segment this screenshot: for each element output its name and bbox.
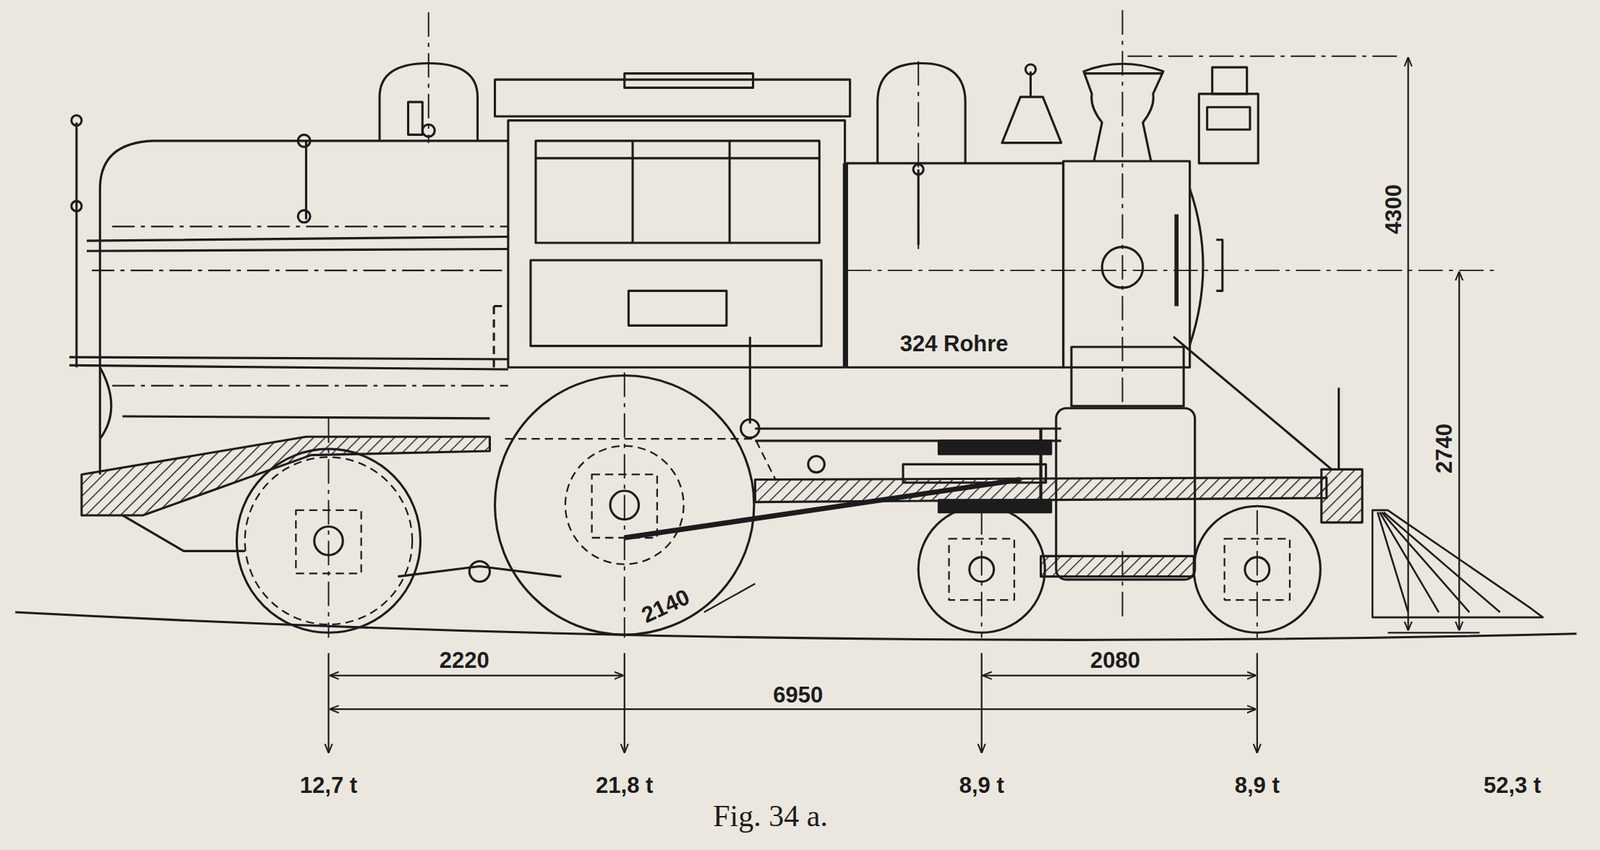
tank-body (99, 140, 509, 476)
axle-load: 8,9 t (1232, 773, 1282, 798)
dimension-value: 2080 (1088, 648, 1143, 673)
tube-count: 324 Rohre (897, 331, 1011, 356)
cab (508, 120, 846, 369)
dimension-value: 2140 (635, 584, 695, 630)
axle-load: 8,9 t (957, 773, 1007, 798)
dome (877, 63, 966, 164)
axle-load: 12,7 t (297, 773, 360, 798)
dimension-value: 4300 (1381, 182, 1406, 237)
rail-line (15, 612, 1577, 640)
dimension-value: 2220 (437, 648, 492, 673)
smokebox (1063, 161, 1191, 368)
cylinder (1056, 408, 1196, 580)
axle-load: 52,3 t (1481, 773, 1543, 798)
dimension-value: 2740 (1432, 422, 1457, 477)
dimension-value: 6950 (770, 683, 825, 708)
cab-roof (495, 79, 851, 117)
dimension-line (328, 57, 1480, 754)
rear-frame (81, 436, 491, 516)
chimney (1083, 63, 1164, 162)
figure-caption: Fig. 34 a. (712, 801, 828, 832)
cowcatcher (1372, 510, 1543, 618)
axle-load: 21,8 t (593, 773, 656, 798)
boiler (846, 163, 1063, 368)
headlamp (1198, 93, 1259, 164)
